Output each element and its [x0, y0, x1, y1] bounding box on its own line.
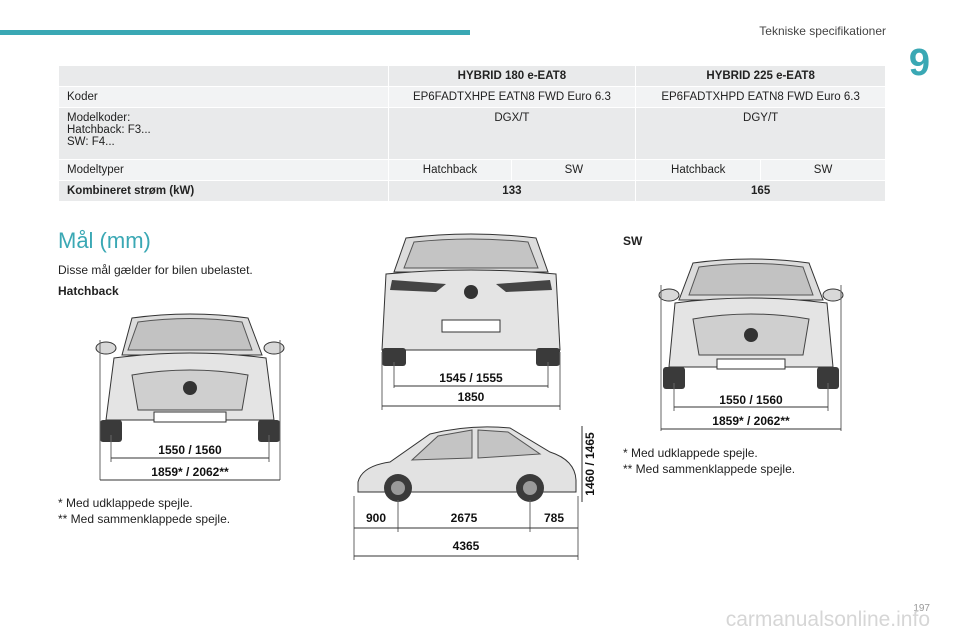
cell-koder-225: EP6FADTXHPD EATN8 FWD Euro 6.3: [635, 86, 886, 108]
dim-rear-overhang: 785: [544, 511, 564, 525]
cell-type-225-hatchback: Hatchback: [635, 159, 762, 181]
section-title: Mål (mm): [58, 228, 151, 253]
section-intro: Disse mål gælder for bilen ubelastet.: [58, 263, 253, 277]
modelkoder-line-3: SW: F4...: [67, 136, 115, 148]
rear-view-diagram: 1545 / 1555 1850: [381, 233, 561, 410]
cell-power-180: 133: [387, 180, 637, 202]
cell-power-225: 165: [635, 180, 886, 202]
side-view-diagram: 1460 / 1465 900 2675 785 4365: [353, 426, 597, 560]
sw-label: SW: [623, 234, 643, 248]
dim-mirror-width: 1859* / 2062**: [151, 465, 229, 479]
header-title: Tekniske specifikationer: [759, 24, 886, 38]
hatchback-front-diagram: 1550 / 1560 1859* / 2062**: [95, 313, 285, 481]
dim-track-front: 1550 / 1560: [158, 443, 222, 457]
cell-modelkoder-180: DGX/T: [387, 107, 637, 160]
cell-type-180-sw: SW: [511, 159, 637, 181]
page-number: 197: [913, 603, 930, 614]
header-accent-bar: [0, 30, 470, 35]
sw-front-diagram: 1550 / 1560 1859* / 2062**: [658, 258, 844, 431]
col-header-225: HYBRID 225 e-EAT8: [635, 65, 886, 87]
dim-body-width: 1850: [458, 390, 485, 404]
cell-koder-180: EP6FADTXHPE EATN8 FWD Euro 6.3: [387, 86, 637, 108]
sw-dim-track-front: 1550 / 1560: [719, 393, 783, 407]
dim-length: 4365: [453, 539, 480, 553]
dim-front-overhang: 900: [366, 511, 386, 525]
table-row: Kombineret strøm (kW) 133 165: [58, 180, 886, 202]
sw-note-2: ** Med sammenklappede spejle.: [623, 462, 796, 476]
modelkoder-line-1: Modelkoder:: [67, 112, 131, 124]
modelkoder-line-2: Hatchback: F3...: [67, 124, 151, 136]
cell-type-225-sw: SW: [760, 159, 886, 181]
watermark: carmanualsonline.info: [725, 608, 930, 631]
dim-height: 1460 / 1465: [583, 432, 597, 496]
sw-dim-mirror-width: 1859* / 2062**: [712, 414, 790, 428]
row-label-koder: Koder: [58, 86, 389, 108]
cell-type-180-hatchback: Hatchback: [387, 159, 513, 181]
table-corner-cell: [58, 65, 389, 87]
row-label-modelkoder: Modelkoder: Hatchback: F3... SW: F4...: [58, 107, 389, 160]
dim-wheelbase: 2675: [451, 511, 478, 525]
row-label-power: Kombineret strøm (kW): [58, 180, 389, 202]
col-header-180: HYBRID 180 e-EAT8: [387, 65, 637, 87]
table-row: Modeltyper Hatchback SW Hatchback SW: [58, 159, 886, 181]
table-row: Modelkoder: Hatchback: F3... SW: F4... D…: [58, 107, 886, 160]
hatchback-label: Hatchback: [58, 284, 119, 298]
hatchback-note-2: ** Med sammenklappede spejle.: [58, 512, 231, 526]
spec-table: HYBRID 180 e-EAT8 HYBRID 225 e-EAT8 Kode…: [58, 65, 886, 202]
table-row: Koder EP6FADTXHPE EATN8 FWD Euro 6.3 EP6…: [58, 86, 886, 108]
dim-track-rear: 1545 / 1555: [439, 371, 503, 385]
chapter-number: 9: [908, 42, 930, 84]
sw-note-1: * Med udklappede spejle.: [623, 446, 758, 460]
table-header-row: HYBRID 180 e-EAT8 HYBRID 225 e-EAT8: [58, 65, 886, 87]
hatchback-note-1: * Med udklappede spejle.: [58, 496, 193, 510]
cell-modelkoder-225: DGY/T: [635, 107, 886, 160]
row-label-modeltyper: Modeltyper: [58, 159, 389, 181]
